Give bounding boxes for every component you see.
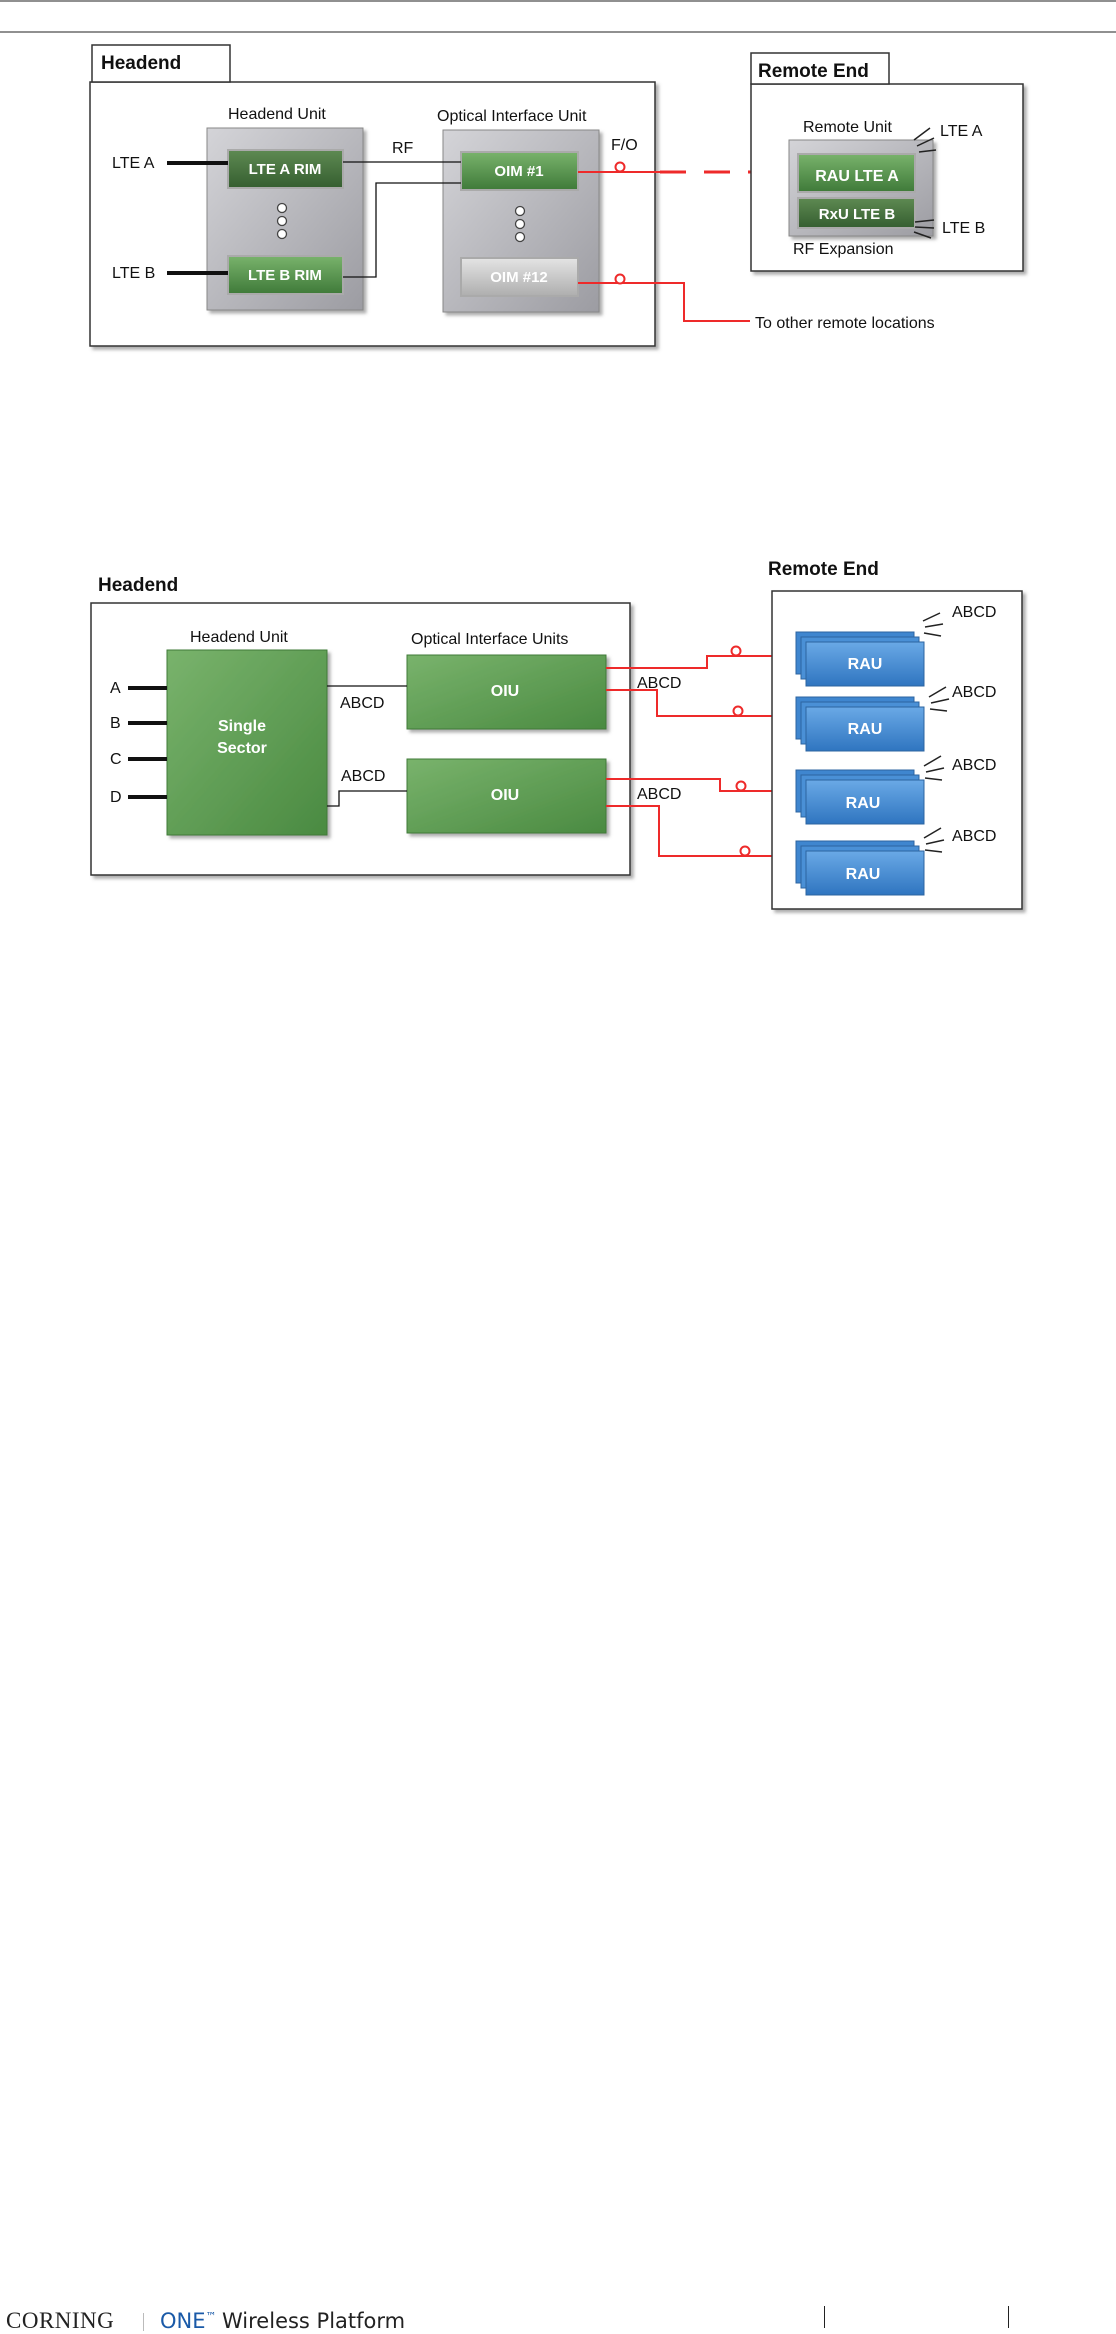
oiu-bottom-label: OIU bbox=[491, 787, 519, 804]
rxu-lte-b-module bbox=[797, 197, 916, 229]
oiu-label: Optical Interface Unit bbox=[437, 108, 587, 125]
input-a: A bbox=[110, 680, 167, 697]
lte-a-rim-label: LTE A RIM bbox=[249, 161, 322, 178]
lte-b-input-label: LTE B bbox=[112, 265, 155, 282]
antenna-signal-icon bbox=[922, 612, 944, 637]
abcd-bottom-label: ABCD bbox=[341, 768, 385, 785]
oiu-ellipsis-icon bbox=[514, 205, 526, 243]
input-label: A bbox=[110, 680, 121, 697]
antenna-signal-icon bbox=[913, 219, 935, 239]
fiber-2 bbox=[606, 689, 798, 717]
footer-tick bbox=[1008, 2306, 1009, 2328]
rau-2: RAU bbox=[795, 696, 925, 752]
footer-divider bbox=[143, 2313, 144, 2331]
other-remote-label: To other remote locations bbox=[755, 315, 935, 332]
antenna-signal-icon bbox=[923, 827, 945, 853]
rau-label: RAU bbox=[848, 721, 883, 738]
oiu-top-block bbox=[406, 654, 607, 730]
lte-a-input-label: LTE A bbox=[112, 155, 155, 172]
headend-title: Headend bbox=[101, 53, 181, 74]
footer-tick bbox=[824, 2306, 825, 2328]
input-label: B bbox=[110, 715, 121, 732]
fiber-oim12 bbox=[578, 282, 750, 322]
headend-title-2: Headend bbox=[98, 575, 178, 596]
oim-12-module bbox=[460, 257, 579, 297]
fiber-1 bbox=[606, 655, 798, 669]
single-sector-label-1: Single bbox=[218, 718, 266, 735]
rau-3: RAU bbox=[795, 769, 925, 825]
oim-1-label: OIM #1 bbox=[494, 163, 543, 180]
rau-4: RAU bbox=[795, 840, 925, 896]
oiu-top-label: OIU bbox=[491, 683, 519, 700]
remote-end-title: Remote End bbox=[758, 61, 869, 82]
rau-antenna-label: ABCD bbox=[952, 604, 996, 621]
rau-label: RAU bbox=[846, 866, 881, 883]
rau-lte-a-label: RAU LTE A bbox=[815, 168, 899, 185]
fiber-connector-icon bbox=[739, 845, 751, 857]
page-canvas: Headend Headend Unit LTE A RIM LTE B RIM… bbox=[0, 0, 1116, 910]
product-one-text: ONE bbox=[160, 2309, 206, 2333]
footer: CORNING ONE™ Wireless Platform bbox=[0, 1150, 1116, 2333]
link-bottom bbox=[327, 790, 407, 807]
rau-antenna-label: ABCD bbox=[952, 828, 996, 845]
input-label: D bbox=[110, 789, 122, 806]
fiber-connector-icon bbox=[614, 161, 626, 173]
antenna-signal-icon bbox=[913, 127, 937, 153]
antenna-signal-icon bbox=[923, 755, 945, 781]
input-c: C bbox=[110, 751, 167, 768]
abcd-fiber-bottom-label: ABCD bbox=[637, 786, 681, 803]
fiber-connector-icon bbox=[730, 645, 742, 657]
antenna-lte-b-label: LTE B bbox=[942, 220, 985, 237]
single-sector-block bbox=[166, 649, 328, 836]
rf-label: RF bbox=[392, 140, 414, 157]
rau-antenna-label: ABCD bbox=[952, 684, 996, 701]
antenna-lte-a-label: LTE A bbox=[940, 123, 983, 140]
rau-antenna-label: ABCD bbox=[952, 757, 996, 774]
rf-link-b bbox=[343, 182, 461, 278]
lte-b-rim-module bbox=[227, 255, 344, 295]
rau-1: RAU bbox=[795, 631, 925, 687]
fiber-connector-icon bbox=[735, 780, 747, 792]
rau-label: RAU bbox=[846, 795, 881, 812]
single-sector-label-2: Sector bbox=[217, 740, 267, 757]
rxu-lte-b-label: RxU LTE B bbox=[819, 206, 896, 223]
remote-unit-label: Remote Unit bbox=[803, 119, 892, 136]
headend-tab bbox=[91, 44, 231, 83]
oiu-bottom-block bbox=[406, 758, 607, 834]
abcd-top-label: ABCD bbox=[340, 695, 384, 712]
product-name: Wireless Platform bbox=[222, 2309, 406, 2333]
input-b: B bbox=[110, 715, 167, 732]
headend-ellipsis-icon bbox=[276, 202, 288, 240]
headend-unit-label: Headend Unit bbox=[228, 106, 326, 123]
rau-lte-a-module bbox=[797, 153, 916, 193]
fiber-connector-icon bbox=[732, 705, 744, 717]
antenna-signal-icon bbox=[928, 686, 950, 712]
input-d: D bbox=[110, 789, 167, 806]
remote-end-tab bbox=[750, 52, 890, 85]
corning-logo: CORNING bbox=[6, 2308, 115, 2333]
input-label: C bbox=[110, 751, 122, 768]
abcd-fiber-top-label: ABCD bbox=[637, 675, 681, 692]
oim-12-label: OIM #12 bbox=[490, 269, 548, 286]
fo-label: F/O bbox=[611, 137, 638, 154]
remote-end-title-2: Remote End bbox=[768, 559, 879, 580]
rau-label: RAU bbox=[848, 656, 883, 673]
diagram-2: Headend Headend Unit Single Sector A B C… bbox=[90, 559, 1023, 910]
oiu-label-2: Optical Interface Units bbox=[411, 631, 568, 648]
lte-a-rim-module bbox=[227, 149, 344, 189]
lte-b-rim-label: LTE B RIM bbox=[248, 267, 322, 284]
headend-unit-label-2: Headend Unit bbox=[190, 629, 288, 646]
trademark-mark: ™ bbox=[205, 2310, 217, 2323]
fiber-connector-icon bbox=[614, 273, 626, 285]
rf-expansion-label: RF Expansion bbox=[793, 241, 894, 258]
product-one: ONE™ bbox=[160, 2309, 217, 2333]
fiber-4 bbox=[606, 805, 798, 857]
fiber-3 bbox=[606, 778, 798, 792]
diagram-1: Headend Headend Unit LTE A RIM LTE B RIM… bbox=[89, 44, 1024, 347]
